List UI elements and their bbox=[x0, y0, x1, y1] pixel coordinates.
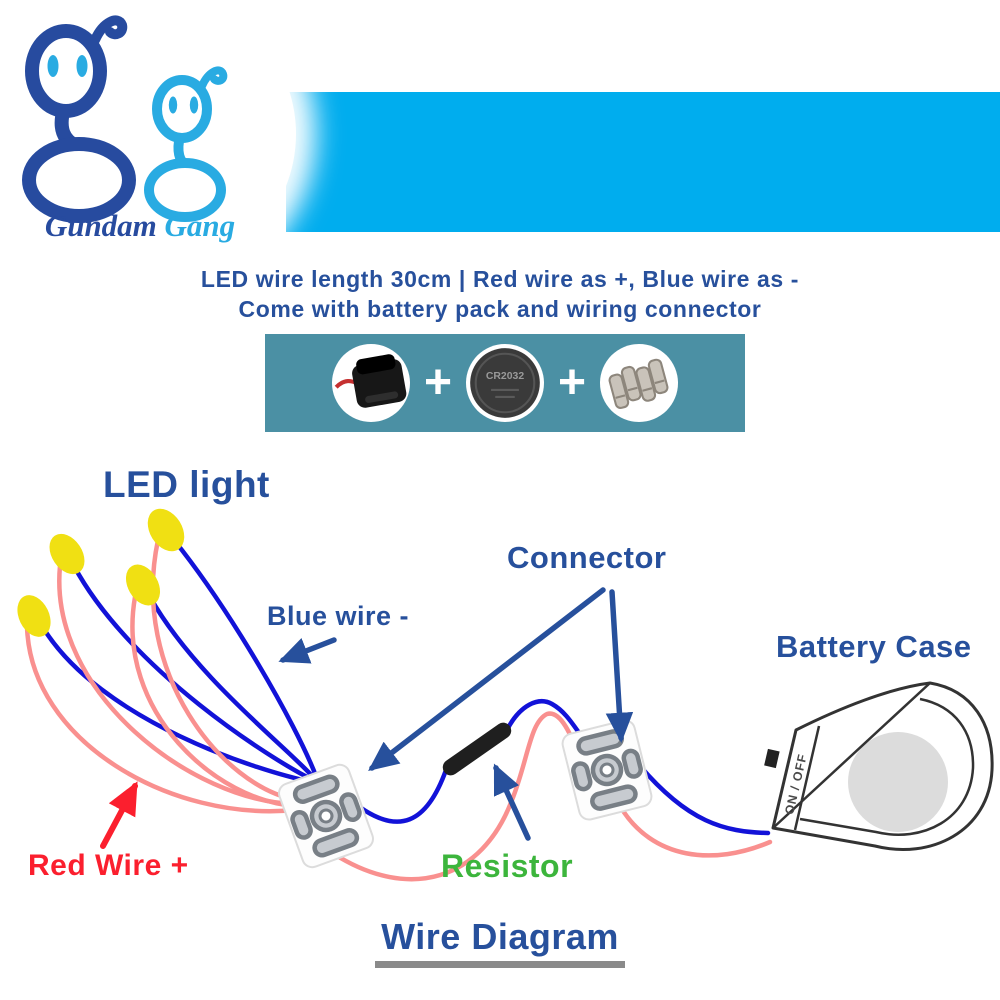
connector-module-1 bbox=[277, 763, 375, 869]
on-off-switch bbox=[764, 748, 780, 769]
diagram-title: Wire Diagram bbox=[375, 916, 625, 968]
wire-connectors-photo bbox=[600, 344, 679, 422]
blue-wire-arrow bbox=[278, 637, 337, 664]
headline-line1: LED wire length 30cm | Red wire as +, Bl… bbox=[200, 266, 800, 292]
blue-wire-label: Blue wire - bbox=[267, 601, 410, 631]
resistor-label: Resistor bbox=[441, 848, 574, 884]
brand-name: Gundam Gang bbox=[10, 208, 270, 244]
connector-arrow-right bbox=[605, 589, 634, 743]
coin-battery-icon: CR2032 bbox=[470, 348, 540, 418]
coin-battery-label: CR2032 bbox=[486, 371, 524, 382]
coin-battery-photo: CR2032 bbox=[466, 344, 544, 422]
logo-big-g-icon bbox=[22, 15, 136, 223]
logo-small-g-icon bbox=[144, 66, 228, 222]
resistor-arrow bbox=[493, 763, 531, 841]
led-bulbs bbox=[17, 508, 185, 637]
plus-sign: + bbox=[423, 356, 452, 409]
connector-label: Connector bbox=[507, 540, 667, 575]
headline-line2: Come with battery pack and wiring connec… bbox=[238, 296, 762, 322]
connector-arrow-left bbox=[368, 587, 606, 772]
top-cyan-banner bbox=[286, 92, 1000, 232]
battery-case-drawing: ON / OFF bbox=[764, 681, 994, 851]
headline: LED wire length 30cm | Red wire as +, Bl… bbox=[0, 264, 1000, 324]
battery-clip-photo bbox=[331, 344, 410, 422]
plus-sign: + bbox=[558, 356, 587, 409]
gundam-gang-logo-icon bbox=[22, 15, 228, 223]
brand-name-part1: Gundam bbox=[44, 208, 157, 243]
battery-cell-circle bbox=[848, 732, 948, 832]
wire-connectors-icon bbox=[608, 358, 669, 409]
connector-module-2 bbox=[561, 719, 653, 821]
brand-name-part2: Gang bbox=[164, 208, 236, 243]
red-wire-label: Red Wire + bbox=[28, 849, 189, 882]
blue-wires bbox=[39, 537, 319, 785]
battery-case-label: Battery Case bbox=[776, 629, 972, 664]
kit-contents-bar: + CR2032 + bbox=[265, 334, 745, 432]
resistor-component bbox=[442, 722, 512, 776]
wiring-diagram: ON / OFF bbox=[17, 508, 994, 882]
annotation-arrows bbox=[100, 587, 634, 849]
red-wire-arrow bbox=[100, 781, 138, 849]
led-light-label: LED light bbox=[103, 464, 270, 505]
battery-clip-icon bbox=[334, 354, 407, 408]
diagram-title-row: Wire Diagram bbox=[0, 916, 1000, 968]
